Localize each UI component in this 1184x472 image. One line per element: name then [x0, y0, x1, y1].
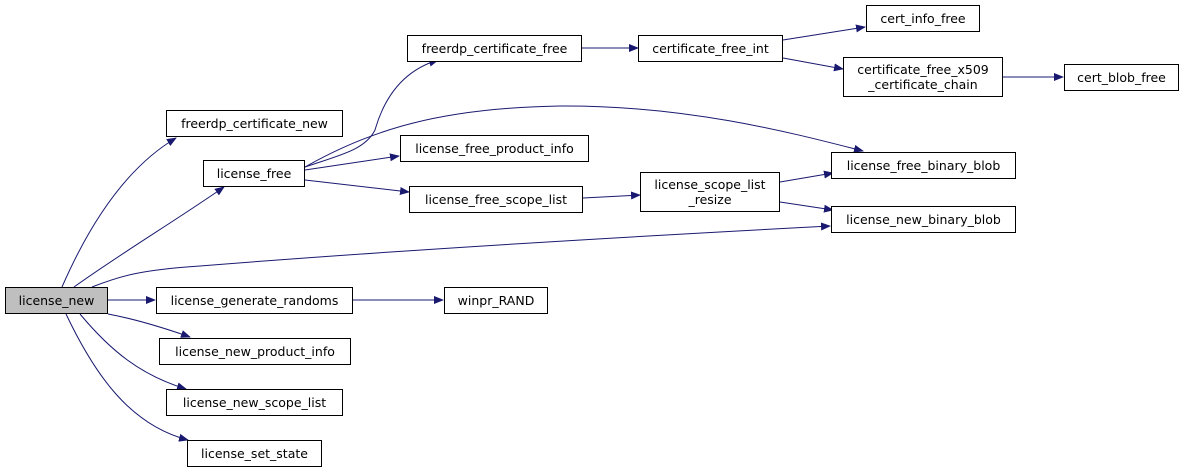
node-label: freerdp_certificate_new [181, 116, 328, 131]
node-label: license_new_scope_list [182, 395, 327, 410]
node-label: winpr_RAND [457, 293, 535, 308]
node-license_free_binary_blob[interactable]: license_free_binary_blob [831, 152, 1016, 179]
node-label: cert_blob_free [1077, 70, 1166, 85]
node-label: license_free_product_info [415, 141, 574, 156]
node-license_new_binary_blob[interactable]: license_new_binary_blob [831, 206, 1016, 233]
node-label: license_scope_list _resize [654, 177, 765, 207]
node-freerdp_certificate_new[interactable]: freerdp_certificate_new [166, 110, 343, 137]
node-license_generate_randoms[interactable]: license_generate_randoms [156, 287, 353, 314]
node-license_free[interactable]: license_free [203, 160, 305, 187]
edge-license_free_scope_list-license_scope_list_resize [582, 191, 641, 200]
edge-license_free-license_free_binary_blob [304, 105, 864, 168]
node-label: license_generate_randoms [170, 293, 339, 308]
edge-license_new-freerdp_certificate_new [61, 137, 177, 288]
node-label: license_new_product_info [175, 344, 335, 359]
edge-license_new-license_new_product_info [107, 313, 191, 338]
node-label: certificate_free_int [652, 41, 769, 56]
node-label: cert_info_free [880, 11, 966, 26]
node-certificate_free_int[interactable]: certificate_free_int [638, 35, 783, 62]
edge-license_free-freerdp_certificate_free [304, 58, 439, 168]
edge-license_scope_list_resize-license_free_binary_blob [779, 170, 834, 183]
node-label: license_new_binary_blob [846, 212, 1001, 227]
node-license_new_scope_list[interactable]: license_new_scope_list [166, 389, 343, 416]
edge-license_free-license_free_scope_list [304, 179, 410, 195]
node-cert_blob_free[interactable]: cert_blob_free [1064, 64, 1179, 91]
node-label: license_free [216, 166, 292, 181]
node-label: license_new [18, 293, 95, 308]
edge-certificate_free_int-certificate_free_x509_certificate_chain [782, 57, 844, 72]
edge-license_new-license_new_binary_blob [91, 222, 831, 288]
node-license_new_product_info[interactable]: license_new_product_info [159, 338, 351, 365]
edge-license_free-license_free_product_info [304, 153, 400, 171]
edge-license_new-license_set_state [65, 313, 189, 442]
node-label-line2: _certificate_chain [868, 77, 978, 92]
node-label: license_free_binary_blob [846, 158, 1001, 173]
node-label: certificate_free_x509 _certificate_chain [857, 62, 988, 92]
node-license_set_state[interactable]: license_set_state [187, 440, 322, 467]
edge-certificate_free_int-cert_info_free [782, 24, 866, 41]
node-license_new: license_new [5, 287, 108, 314]
node-winpr_RAND[interactable]: winpr_RAND [444, 287, 548, 314]
node-label-line1: license_scope_list [654, 177, 766, 192]
node-label-line2: _resize [688, 192, 732, 207]
node-certificate_free_x509_certificate_chain[interactable]: certificate_free_x509 _certificate_chain [843, 57, 1003, 97]
node-label: license_set_state [201, 446, 308, 461]
node-license_scope_list_resize[interactable]: license_scope_list _resize [640, 172, 780, 212]
node-label: license_free_scope_list [424, 192, 568, 207]
node-license_free_product_info[interactable]: license_free_product_info [400, 135, 589, 162]
node-label-line1: certificate_free_x509 [857, 62, 989, 77]
node-label: freerdp_certificate_free [421, 41, 568, 56]
edge-license_new-license_free [73, 186, 225, 288]
edge-license_new-license_new_scope_list [79, 313, 187, 391]
edge-license_scope_list_resize-license_new_binary_blob [779, 201, 834, 213]
node-license_free_scope_list[interactable]: license_free_scope_list [409, 186, 583, 213]
node-cert_info_free[interactable]: cert_info_free [866, 5, 980, 32]
node-freerdp_certificate_free[interactable]: freerdp_certificate_free [407, 35, 582, 62]
